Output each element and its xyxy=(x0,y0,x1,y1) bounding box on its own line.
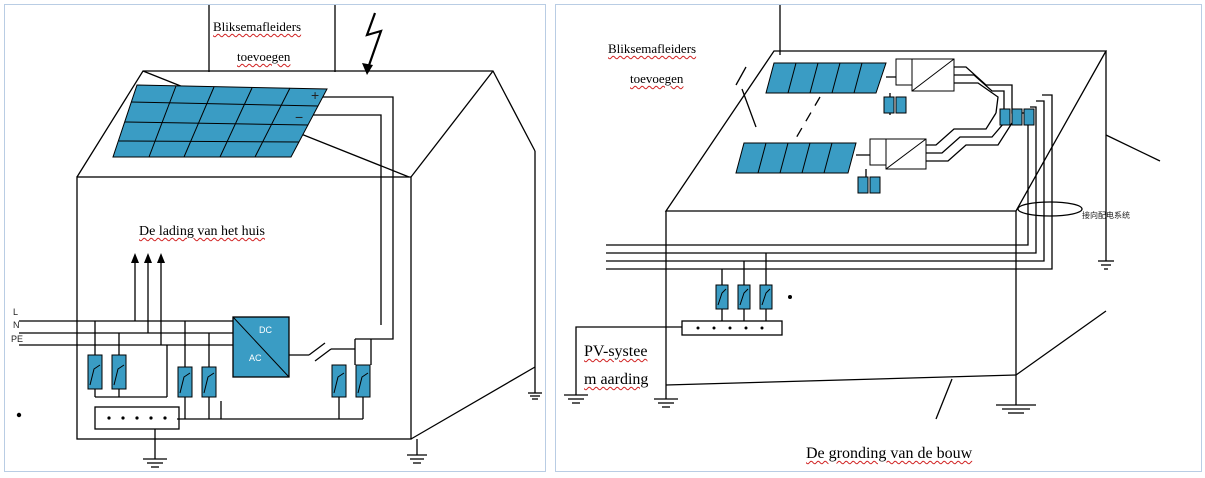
inverter-ac-label: AC xyxy=(249,353,262,363)
panel-minus-label: − xyxy=(295,109,304,125)
house-load-label: De lading van het huis xyxy=(139,224,265,239)
solar-panel-left xyxy=(112,84,328,158)
building-grounding-label: De gronding van de bouw xyxy=(806,445,973,462)
spd-icon xyxy=(857,176,869,194)
cable-note-label: 接向配电系统 xyxy=(1082,211,1130,220)
spd-icon xyxy=(737,284,751,310)
spd-icon xyxy=(999,108,1011,126)
stray-dot xyxy=(16,412,22,418)
spd-icon xyxy=(1023,108,1035,126)
roof-outline xyxy=(664,50,1108,212)
spd-icon xyxy=(883,96,895,114)
lightning-rod-label-line2: toevoegen xyxy=(630,71,684,86)
line-label-n: N xyxy=(13,320,20,330)
stray-dot xyxy=(788,295,792,299)
lightning-rod-label-line2: toevoegen xyxy=(237,49,291,64)
left-house-diagram xyxy=(16,5,542,468)
pv-grounding-label-line1: PV-systee xyxy=(584,343,648,360)
lightning-bolt-icon xyxy=(365,12,383,72)
spd-icon xyxy=(715,284,729,310)
line-label-pe: PE xyxy=(11,334,24,344)
roof-outline xyxy=(76,70,536,178)
pv-grounding-label-line2: m aarding xyxy=(584,371,649,388)
inverter-left xyxy=(232,316,290,378)
spd-icon xyxy=(1011,108,1023,126)
spd-icon xyxy=(869,176,881,194)
line-label-l: L xyxy=(13,307,19,317)
spd-icon xyxy=(759,284,773,310)
load-arrows xyxy=(131,253,165,263)
inverter-dc-label: DC xyxy=(259,325,272,335)
spd-icon xyxy=(895,96,907,114)
lightning-rod-label-line1: Bliksemafleiders xyxy=(608,41,697,56)
panel-plus-label: + xyxy=(311,87,320,103)
right-building-diagram xyxy=(564,5,1161,420)
lightning-rod-label-line1: Bliksemafleiders xyxy=(213,19,302,34)
left-diagram-panel: Bliksemafleiders toevoegen De lading van… xyxy=(4,4,546,472)
solar-panel-top xyxy=(765,62,887,94)
house-body xyxy=(76,176,412,440)
right-diagram-panel: Bliksemafleiders toevoegen PV-systee m a… xyxy=(555,4,1202,472)
solar-panel-bottom xyxy=(735,142,857,174)
